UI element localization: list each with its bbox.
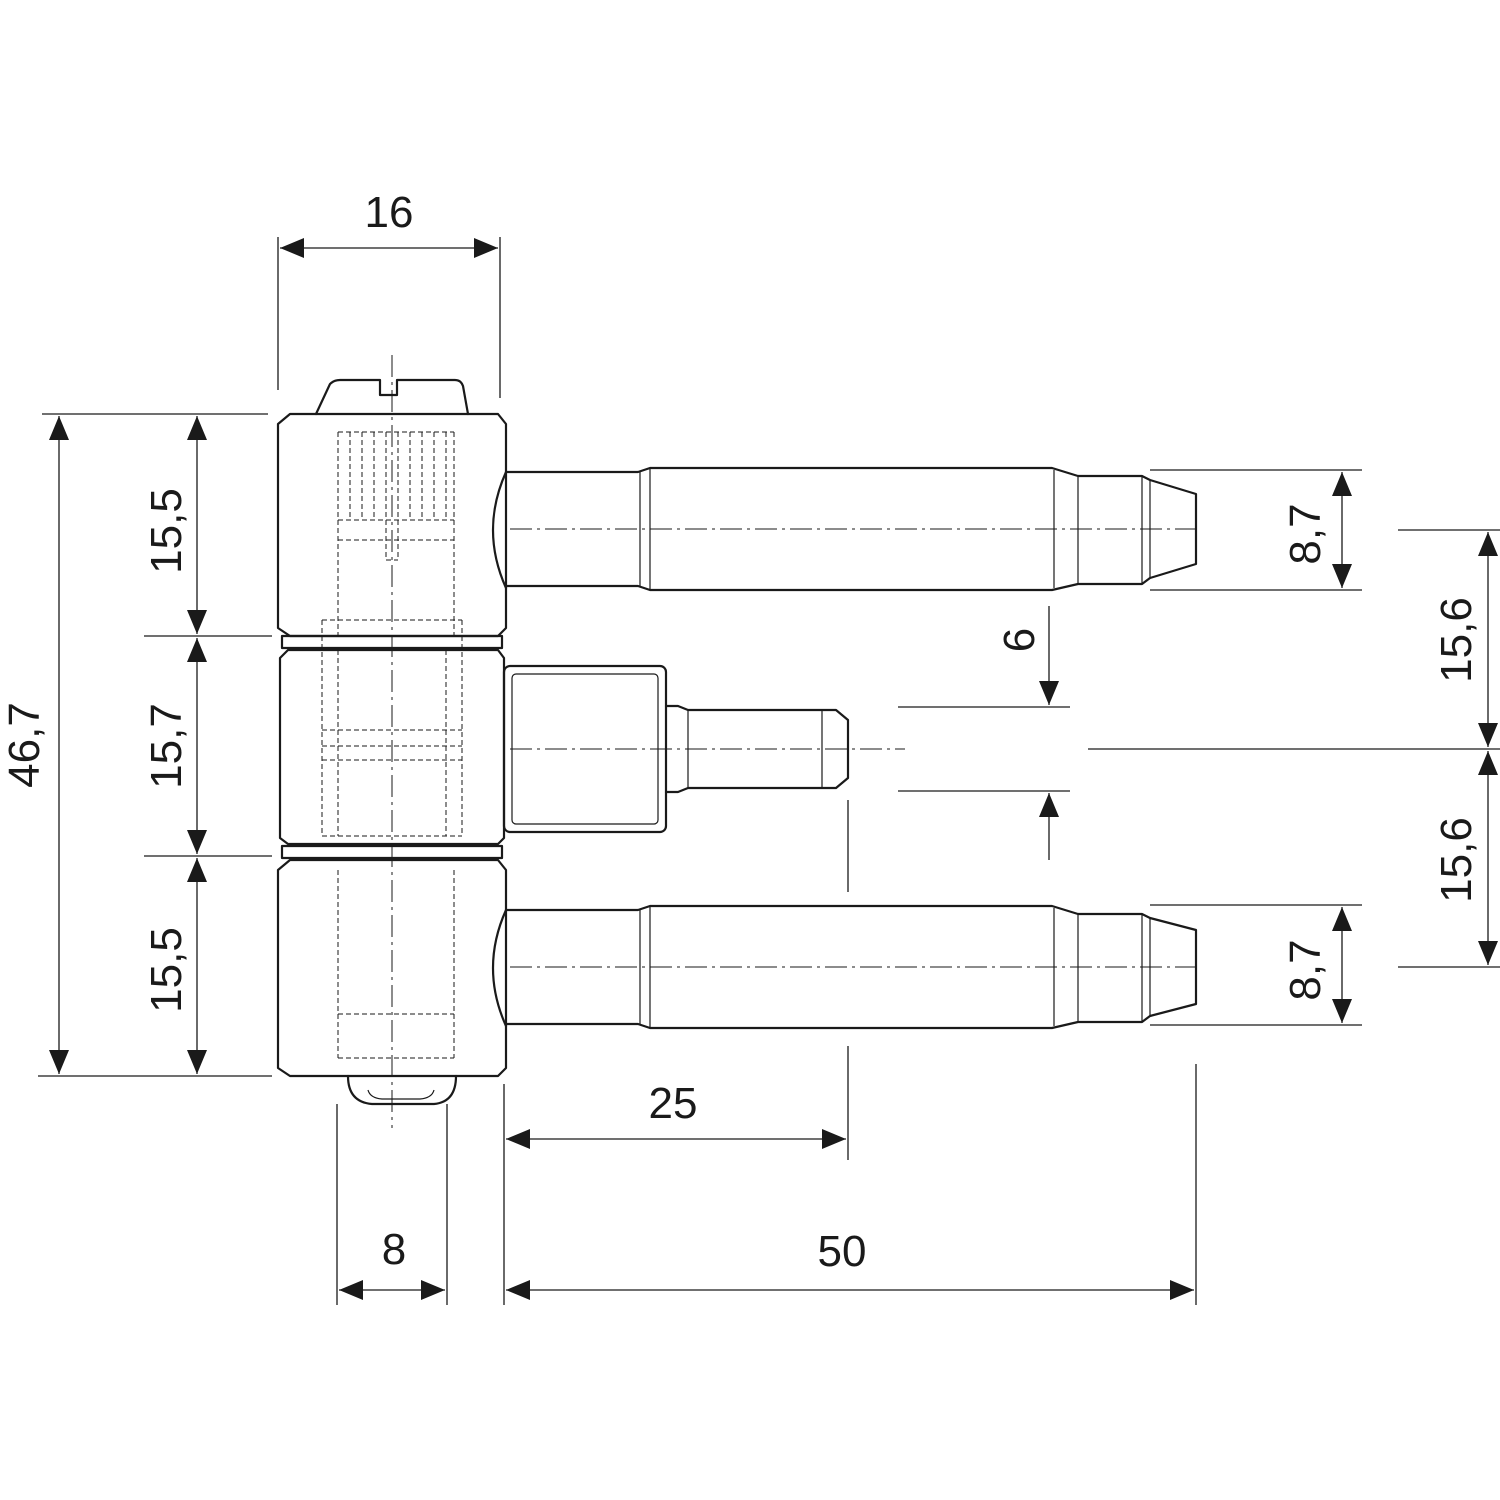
label-width-pin: 8 xyxy=(382,1225,406,1274)
bottom-cap xyxy=(346,1074,458,1106)
bottom-ring xyxy=(280,844,504,860)
hidden-bore-bottom xyxy=(337,870,455,1059)
bottom-pin-neck xyxy=(491,908,508,1028)
middle-stud xyxy=(664,704,850,794)
label-length-total: 50 xyxy=(818,1227,867,1276)
middle-knuckle xyxy=(278,648,506,846)
top-ring xyxy=(280,634,504,650)
center-lines xyxy=(391,355,1200,1128)
label-diameter-top: 8,7 xyxy=(1281,503,1330,564)
label-width-hinge: 16 xyxy=(365,188,414,237)
label-diameter-bottom: 8,7 xyxy=(1281,939,1330,1000)
label-height-middle: 15,7 xyxy=(142,703,191,789)
hidden-bore-middle xyxy=(321,619,463,837)
dimension-lines xyxy=(49,238,1498,1300)
label-height-bottom: 15,5 xyxy=(142,927,191,1013)
label-length-middle: 25 xyxy=(649,1079,698,1128)
bottom-cap-inner xyxy=(367,1089,435,1100)
bottom-knuckle xyxy=(276,858,508,1078)
extension-lines xyxy=(38,237,1500,1305)
top-cap xyxy=(314,378,470,416)
label-spacing-upper: 15,6 xyxy=(1432,597,1481,683)
label-height-total: 46,7 xyxy=(0,702,49,788)
top-pin-neck xyxy=(491,470,508,590)
hidden-bore-top xyxy=(337,431,455,636)
label-height-top: 15,5 xyxy=(142,488,191,574)
label-diameter-middle: 6 xyxy=(995,628,1044,652)
label-spacing-lower: 15,6 xyxy=(1432,817,1481,903)
hinge-part xyxy=(276,378,1198,1106)
dimension-labels: 16 46,7 15,5 15,7 15,5 8,7 8,7 15,6 15,6… xyxy=(0,188,1481,1276)
